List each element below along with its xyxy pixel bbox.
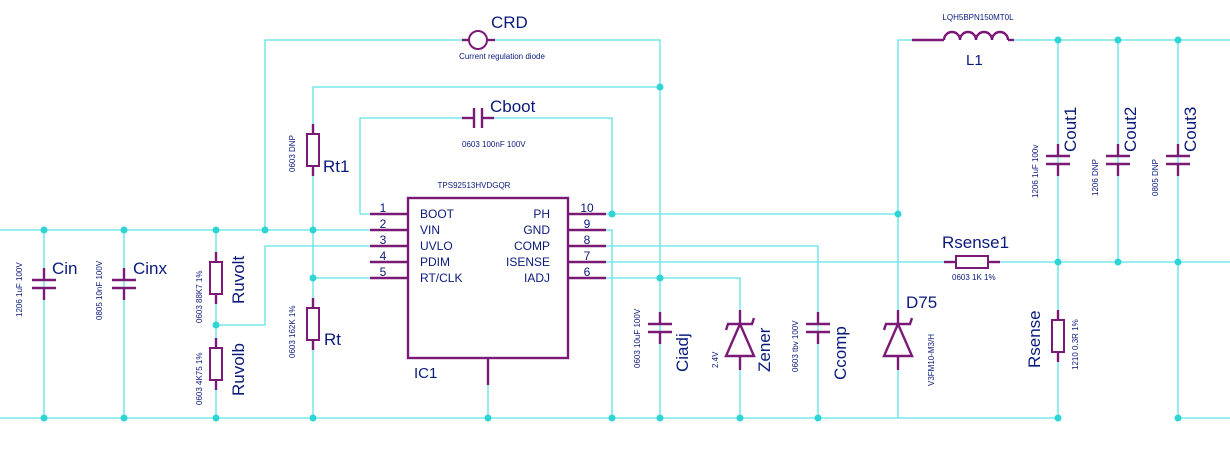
pin-name: UVLO bbox=[420, 239, 453, 253]
ic1-pin-5: 5 RT/CLK bbox=[370, 265, 462, 285]
ciadj-ref: Ciadj bbox=[673, 333, 692, 372]
ciadj-value: 0603 10uF 100V bbox=[633, 308, 642, 368]
cinx-ref: Cinx bbox=[133, 259, 168, 278]
pin-name: ISENSE bbox=[506, 255, 550, 269]
resistor-ruvolt: Ruvolt 0603 88K7 1% bbox=[195, 252, 248, 323]
inductor-l1: LQH5BPN150MT0L L1 bbox=[912, 13, 1014, 69]
capacitor-cboot: Cboot 0603 100nF 100V bbox=[462, 97, 536, 149]
pin-name: IADJ bbox=[524, 271, 550, 285]
pin-name: PH bbox=[533, 207, 550, 221]
pin-number: 5 bbox=[380, 265, 387, 279]
cout3-value: 0805 DNP bbox=[1151, 159, 1160, 196]
ruvolb-value: 0603 4K75 1% bbox=[195, 353, 204, 406]
zener-ref: Zener bbox=[755, 327, 774, 372]
rt1-value: 0603 DNP bbox=[288, 135, 297, 172]
d75-ref: D75 bbox=[906, 293, 937, 312]
ruvolt-value: 0603 88K7 1% bbox=[195, 271, 204, 324]
capacitor-ccomp: Ccomp 0603 tbv 100V bbox=[791, 312, 850, 380]
pin-number: 1 bbox=[380, 201, 387, 215]
cout2-ref: Cout2 bbox=[1121, 107, 1140, 152]
crd-diode: CRD Current regulation diode bbox=[459, 13, 545, 61]
ic1-pin-10: 10 PH bbox=[533, 201, 606, 221]
ccomp-value: 0603 tbv 100V bbox=[791, 320, 800, 372]
resistor-ruvolb: Ruvolb 0603 4K75 1% bbox=[195, 338, 248, 405]
rt-value: 0603 162K 1% bbox=[288, 306, 297, 359]
l1-ref: L1 bbox=[966, 52, 983, 69]
pin-number: 4 bbox=[380, 249, 387, 263]
ic1-pin-8: 8 COMP bbox=[514, 233, 606, 253]
pin-number: 8 bbox=[584, 233, 591, 247]
ic1-pin-2: 2 VIN bbox=[370, 217, 440, 237]
rt1-ref: Rt1 bbox=[323, 157, 349, 176]
zener-value: 2.4V bbox=[711, 351, 720, 368]
cout1-value: 1206 1uF 100v bbox=[1031, 145, 1040, 198]
wires bbox=[0, 39, 1230, 419]
cout2-value: 1206 DNP bbox=[1091, 159, 1100, 196]
capacitor-cout1: Cout1 1206 1uF 100v bbox=[1031, 107, 1080, 198]
junction-dots bbox=[40, 36, 1182, 422]
ruvolt-ref: Ruvolt bbox=[229, 256, 248, 304]
pin-name: RT/CLK bbox=[420, 271, 462, 285]
zener-diode: Zener 2.4V bbox=[711, 310, 774, 372]
ic1-ref: IC1 bbox=[414, 365, 437, 382]
rt-ref: Rt bbox=[324, 330, 341, 349]
pin-number: 10 bbox=[580, 201, 594, 215]
diode-d75: D75 V3FM10-M3/H bbox=[882, 293, 937, 386]
pin-name: COMP bbox=[514, 239, 550, 253]
l1-value: LQH5BPN150MT0L bbox=[942, 13, 1014, 22]
pin-number: 7 bbox=[584, 249, 591, 263]
resistor-rsense1: Rsense1 0603 1K 1% bbox=[942, 233, 1009, 282]
ic1-pin-3: 3 UVLO bbox=[370, 233, 453, 253]
crd-ref: CRD bbox=[491, 13, 528, 32]
capacitor-cinx: Cinx 0805 10nF 100V bbox=[95, 259, 168, 320]
resistor-rsense: Rsense 1210 0.3R 1% bbox=[1025, 310, 1080, 370]
pin-number: 3 bbox=[380, 233, 387, 247]
crd-desc: Current regulation diode bbox=[459, 52, 545, 61]
ic1-left-pins: 1 BOOT 2 VIN 3 UVLO 4 PDIM 5 RT/CLK bbox=[370, 201, 462, 285]
pin-name: BOOT bbox=[420, 207, 455, 221]
cinx-value: 0805 10nF 100V bbox=[95, 260, 104, 320]
ic1-right-pins: 10 PH 9 GND 8 COMP 7 ISENSE 6 IADJ bbox=[506, 201, 606, 285]
resistor-rt: Rt 0603 162K 1% bbox=[288, 298, 341, 358]
pin-name: VIN bbox=[420, 223, 440, 237]
rsense1-value: 0603 1K 1% bbox=[952, 273, 996, 282]
rsense-ref: Rsense bbox=[1025, 310, 1044, 368]
ic1-pin-1: 1 BOOT bbox=[370, 201, 455, 221]
cboot-ref: Cboot bbox=[490, 97, 536, 116]
resistor-rt1: Rt1 0603 DNP bbox=[288, 124, 349, 176]
cin-ref: Cin bbox=[52, 259, 78, 278]
capacitor-cout2: Cout2 1206 DNP bbox=[1091, 107, 1140, 196]
cboot-value: 0603 100nF 100V bbox=[462, 140, 526, 149]
pin-number: 2 bbox=[380, 217, 387, 231]
ruvolb-ref: Ruvolb bbox=[229, 343, 248, 396]
ccomp-ref: Ccomp bbox=[831, 326, 850, 380]
capacitor-cin: Cin 1206 1uF 100V bbox=[15, 259, 78, 317]
ic1-pin-6: 6 IADJ bbox=[524, 265, 606, 285]
pin-number: 9 bbox=[584, 217, 591, 231]
rsense-value: 1210 0.3R 1% bbox=[1071, 319, 1080, 370]
cout1-ref: Cout1 bbox=[1061, 107, 1080, 152]
cin-value: 1206 1uF 100V bbox=[15, 262, 24, 317]
rsense1-ref: Rsense1 bbox=[942, 233, 1009, 252]
ic1-pin-7: 7 ISENSE bbox=[506, 249, 606, 269]
capacitor-cout3: Cout3 0805 DNP bbox=[1151, 107, 1200, 196]
ic1-pin-4: 4 PDIM bbox=[370, 249, 450, 269]
cout3-ref: Cout3 bbox=[1181, 107, 1200, 152]
d75-value: V3FM10-M3/H bbox=[927, 334, 936, 386]
pin-number: 6 bbox=[584, 265, 591, 279]
pin-name: PDIM bbox=[420, 255, 450, 269]
capacitor-ciadj: Ciadj 0603 10uF 100V bbox=[633, 308, 692, 372]
pin-name: GND bbox=[523, 223, 550, 237]
ic1-part-number: TPS92513HVDGQR bbox=[438, 181, 511, 190]
ic1-pin-9: 9 GND bbox=[523, 217, 606, 237]
